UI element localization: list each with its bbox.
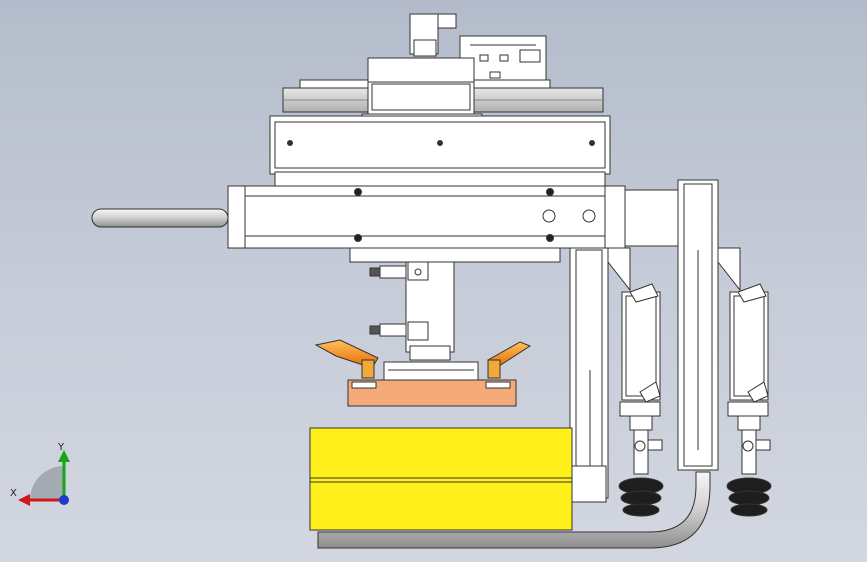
suction-cup-icon: [618, 429, 772, 517]
side-post: [569, 247, 609, 503]
axis-triad-icon: Y X: [10, 442, 70, 506]
workpiece: [309, 427, 573, 531]
upper-housing: [269, 115, 611, 187]
pneumatic-fitting-icon: [369, 265, 407, 337]
fixture-plate: [347, 361, 517, 407]
vertical-cylinder: [405, 261, 455, 361]
axis-x-label: X: [10, 488, 17, 499]
return-tube: [317, 471, 711, 549]
axis-y-label: Y: [57, 442, 65, 453]
toggle-clamp-icon: [314, 339, 532, 379]
rotary-table: [282, 57, 604, 123]
horizontal-beam: [91, 185, 681, 263]
right-support: [607, 179, 741, 471]
